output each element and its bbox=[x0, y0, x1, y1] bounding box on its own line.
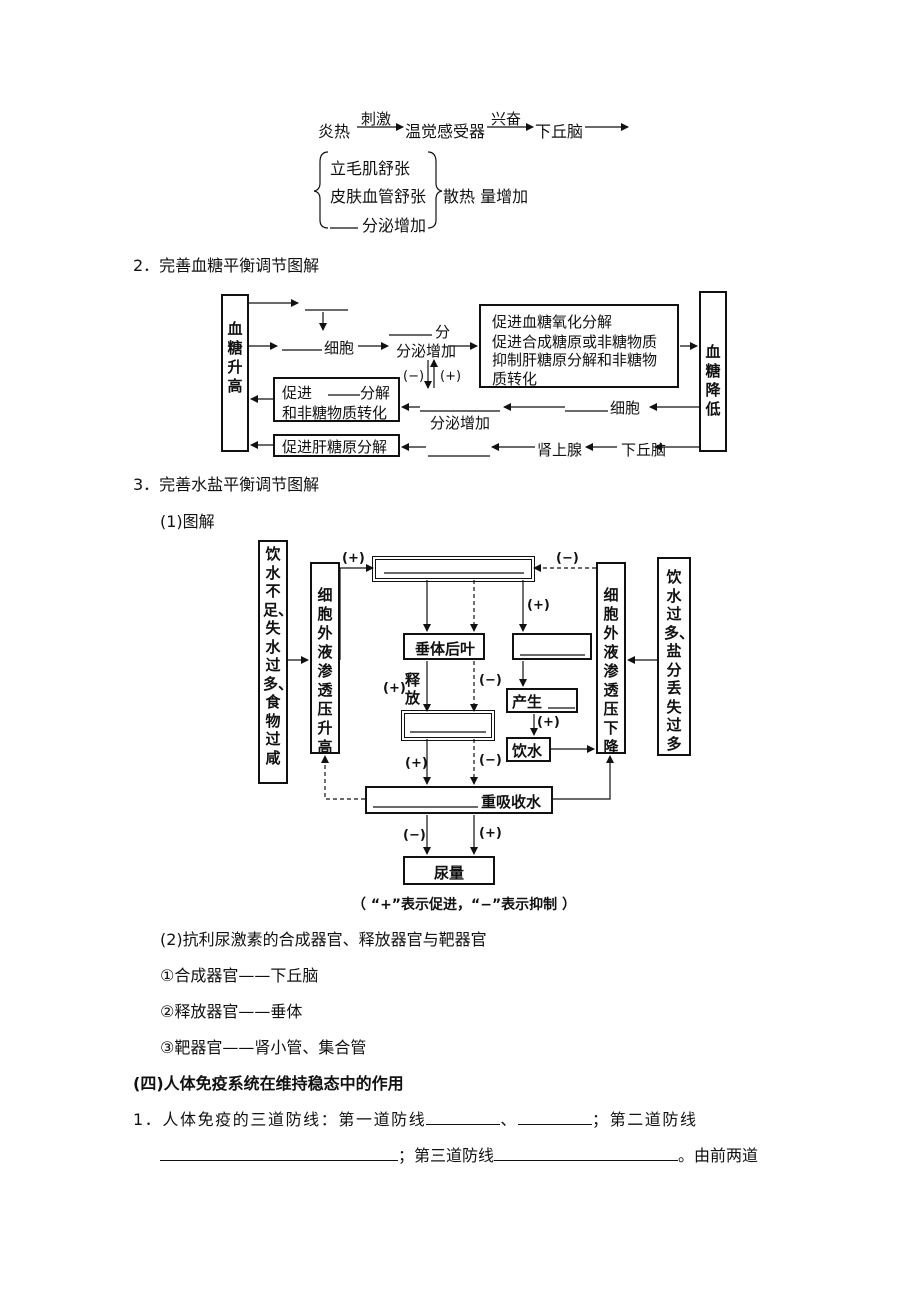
right-cause-label: 饮水过多、盐分丢失过多 bbox=[664, 568, 695, 753]
promote-label: 促进 bbox=[282, 384, 313, 402]
defense-text-e: 。由前两道 bbox=[678, 1146, 759, 1165]
secretion-2-label: 分泌增加 bbox=[430, 414, 491, 432]
adrenal-label: 肾上腺 bbox=[537, 441, 583, 459]
plus-6: (+) bbox=[479, 826, 502, 841]
plus-4: (+) bbox=[537, 715, 560, 730]
plus-label: (+) bbox=[440, 369, 462, 384]
blood-sugar-high-box bbox=[221, 294, 249, 452]
plus-2: (+) bbox=[527, 598, 550, 613]
drink-label: 饮水 bbox=[512, 742, 543, 760]
fen-label: 分 bbox=[435, 323, 451, 341]
heat-item-2: 皮肤血管舒张 bbox=[330, 187, 427, 206]
osmotic-high-label: 细胞外液渗透压升高 bbox=[317, 586, 333, 756]
defense-text-b: 、 bbox=[500, 1110, 518, 1129]
heat-receptor: 温觉感受器 bbox=[405, 122, 486, 141]
liver-box bbox=[273, 434, 400, 457]
effect-3: 抑制肝糖原分解和非糖物 bbox=[492, 351, 658, 369]
heat-center: 下丘脑 bbox=[535, 122, 584, 141]
urine-box bbox=[403, 856, 495, 885]
right-cause-box bbox=[657, 557, 691, 756]
release-label-1: 释 bbox=[405, 671, 421, 689]
defense-line-2: ；第三道防线 。由前两道 bbox=[160, 1142, 758, 1166]
heat-arrow-label-1: 刺激 bbox=[361, 110, 392, 128]
plus-3: (+) bbox=[383, 681, 406, 696]
minus-label: (−) bbox=[403, 369, 425, 384]
hypothalamus-blank-box bbox=[372, 556, 535, 582]
organ-2: ②释放器官——垂体 bbox=[160, 1002, 303, 1021]
minus-4: (−) bbox=[403, 828, 426, 843]
section-4-heading: (四)人体免疫系统在维持稳态中的作用 bbox=[133, 1074, 404, 1093]
effect-4: 质转化 bbox=[492, 370, 538, 388]
osmotic-low-box bbox=[596, 562, 626, 754]
minus-1: (−) bbox=[556, 551, 579, 566]
effect-2: 促进合成糖原或非糖物质 bbox=[492, 333, 658, 351]
heat-item-3: 分泌增加 bbox=[362, 216, 427, 235]
drink-box bbox=[506, 737, 551, 762]
section-2-title: 2．完善血糖平衡调节图解 bbox=[133, 256, 320, 275]
effect-1: 促进血糖氧化分解 bbox=[492, 313, 613, 331]
minus-2: (−) bbox=[479, 673, 502, 688]
reabsorb-box bbox=[365, 786, 553, 814]
blood-sugar-low-box bbox=[699, 291, 727, 452]
legend: （ “+”表示促进，“−”表示抑制 ） bbox=[352, 897, 577, 913]
blood-sugar-high-label: 血糖升高 bbox=[227, 320, 243, 395]
heat-arrow-label-2: 兴奋 bbox=[491, 110, 522, 128]
insulin-effects-box bbox=[479, 304, 679, 388]
osmotic-low-label: 细胞外液渗透压下降 bbox=[603, 586, 619, 756]
defense-text-d: ；第三道防线 bbox=[398, 1146, 495, 1165]
defense-text-c: ；第二道防线 bbox=[592, 1110, 698, 1129]
blood-sugar-low-label: 血糖降低 bbox=[705, 343, 721, 418]
defense-line-1: 1．人体免疫的三道防线：第一道防线 、 ；第二道防线 bbox=[133, 1106, 698, 1130]
produce-box bbox=[506, 688, 578, 713]
heat-start: 炎热 bbox=[318, 122, 351, 141]
left-cause-box bbox=[258, 540, 288, 784]
cell-label: 细胞 bbox=[324, 339, 355, 357]
minus-3: (−) bbox=[479, 753, 502, 768]
cell-2-label: 细胞 bbox=[610, 399, 641, 417]
section-3-sub1: (1)图解 bbox=[160, 512, 215, 531]
decompose-label: 分解 bbox=[360, 384, 391, 402]
adh-blank-box bbox=[401, 710, 495, 741]
plus-1: (+) bbox=[342, 551, 365, 566]
defense-text-a: 1．人体免疫的三道防线：第一道防线 bbox=[133, 1110, 427, 1129]
organ-3: ③靶器官——肾小管、集合管 bbox=[160, 1038, 367, 1057]
section-3-title: 3．完善水盐平衡调节图解 bbox=[133, 475, 320, 494]
secretion-label: 分泌增加 bbox=[396, 342, 457, 360]
release-label-2: 放 bbox=[405, 689, 421, 707]
plus-5: (+) bbox=[405, 756, 428, 771]
urine-label: 尿量 bbox=[434, 864, 465, 882]
reabsorb-label: 重吸收水 bbox=[481, 793, 542, 811]
heat-item-1: 立毛肌舒张 bbox=[330, 159, 411, 178]
organ-1: ①合成器官——下丘脑 bbox=[160, 966, 319, 985]
pituitary-box bbox=[403, 633, 485, 660]
glucagon-effect-box bbox=[273, 377, 400, 422]
heat-result: 散热 量增加 bbox=[443, 187, 529, 206]
convert-label: 和非糖物质转化 bbox=[282, 404, 388, 422]
section-3-sub2: (2)抗利尿激素的合成器官、释放器官与靶器官 bbox=[160, 930, 487, 949]
produce-label: 产生 bbox=[512, 693, 543, 711]
osmotic-high-box bbox=[310, 562, 340, 754]
pituitary-label: 垂体后叶 bbox=[415, 640, 476, 658]
liver-label: 促进肝糖原分解 bbox=[282, 438, 388, 456]
